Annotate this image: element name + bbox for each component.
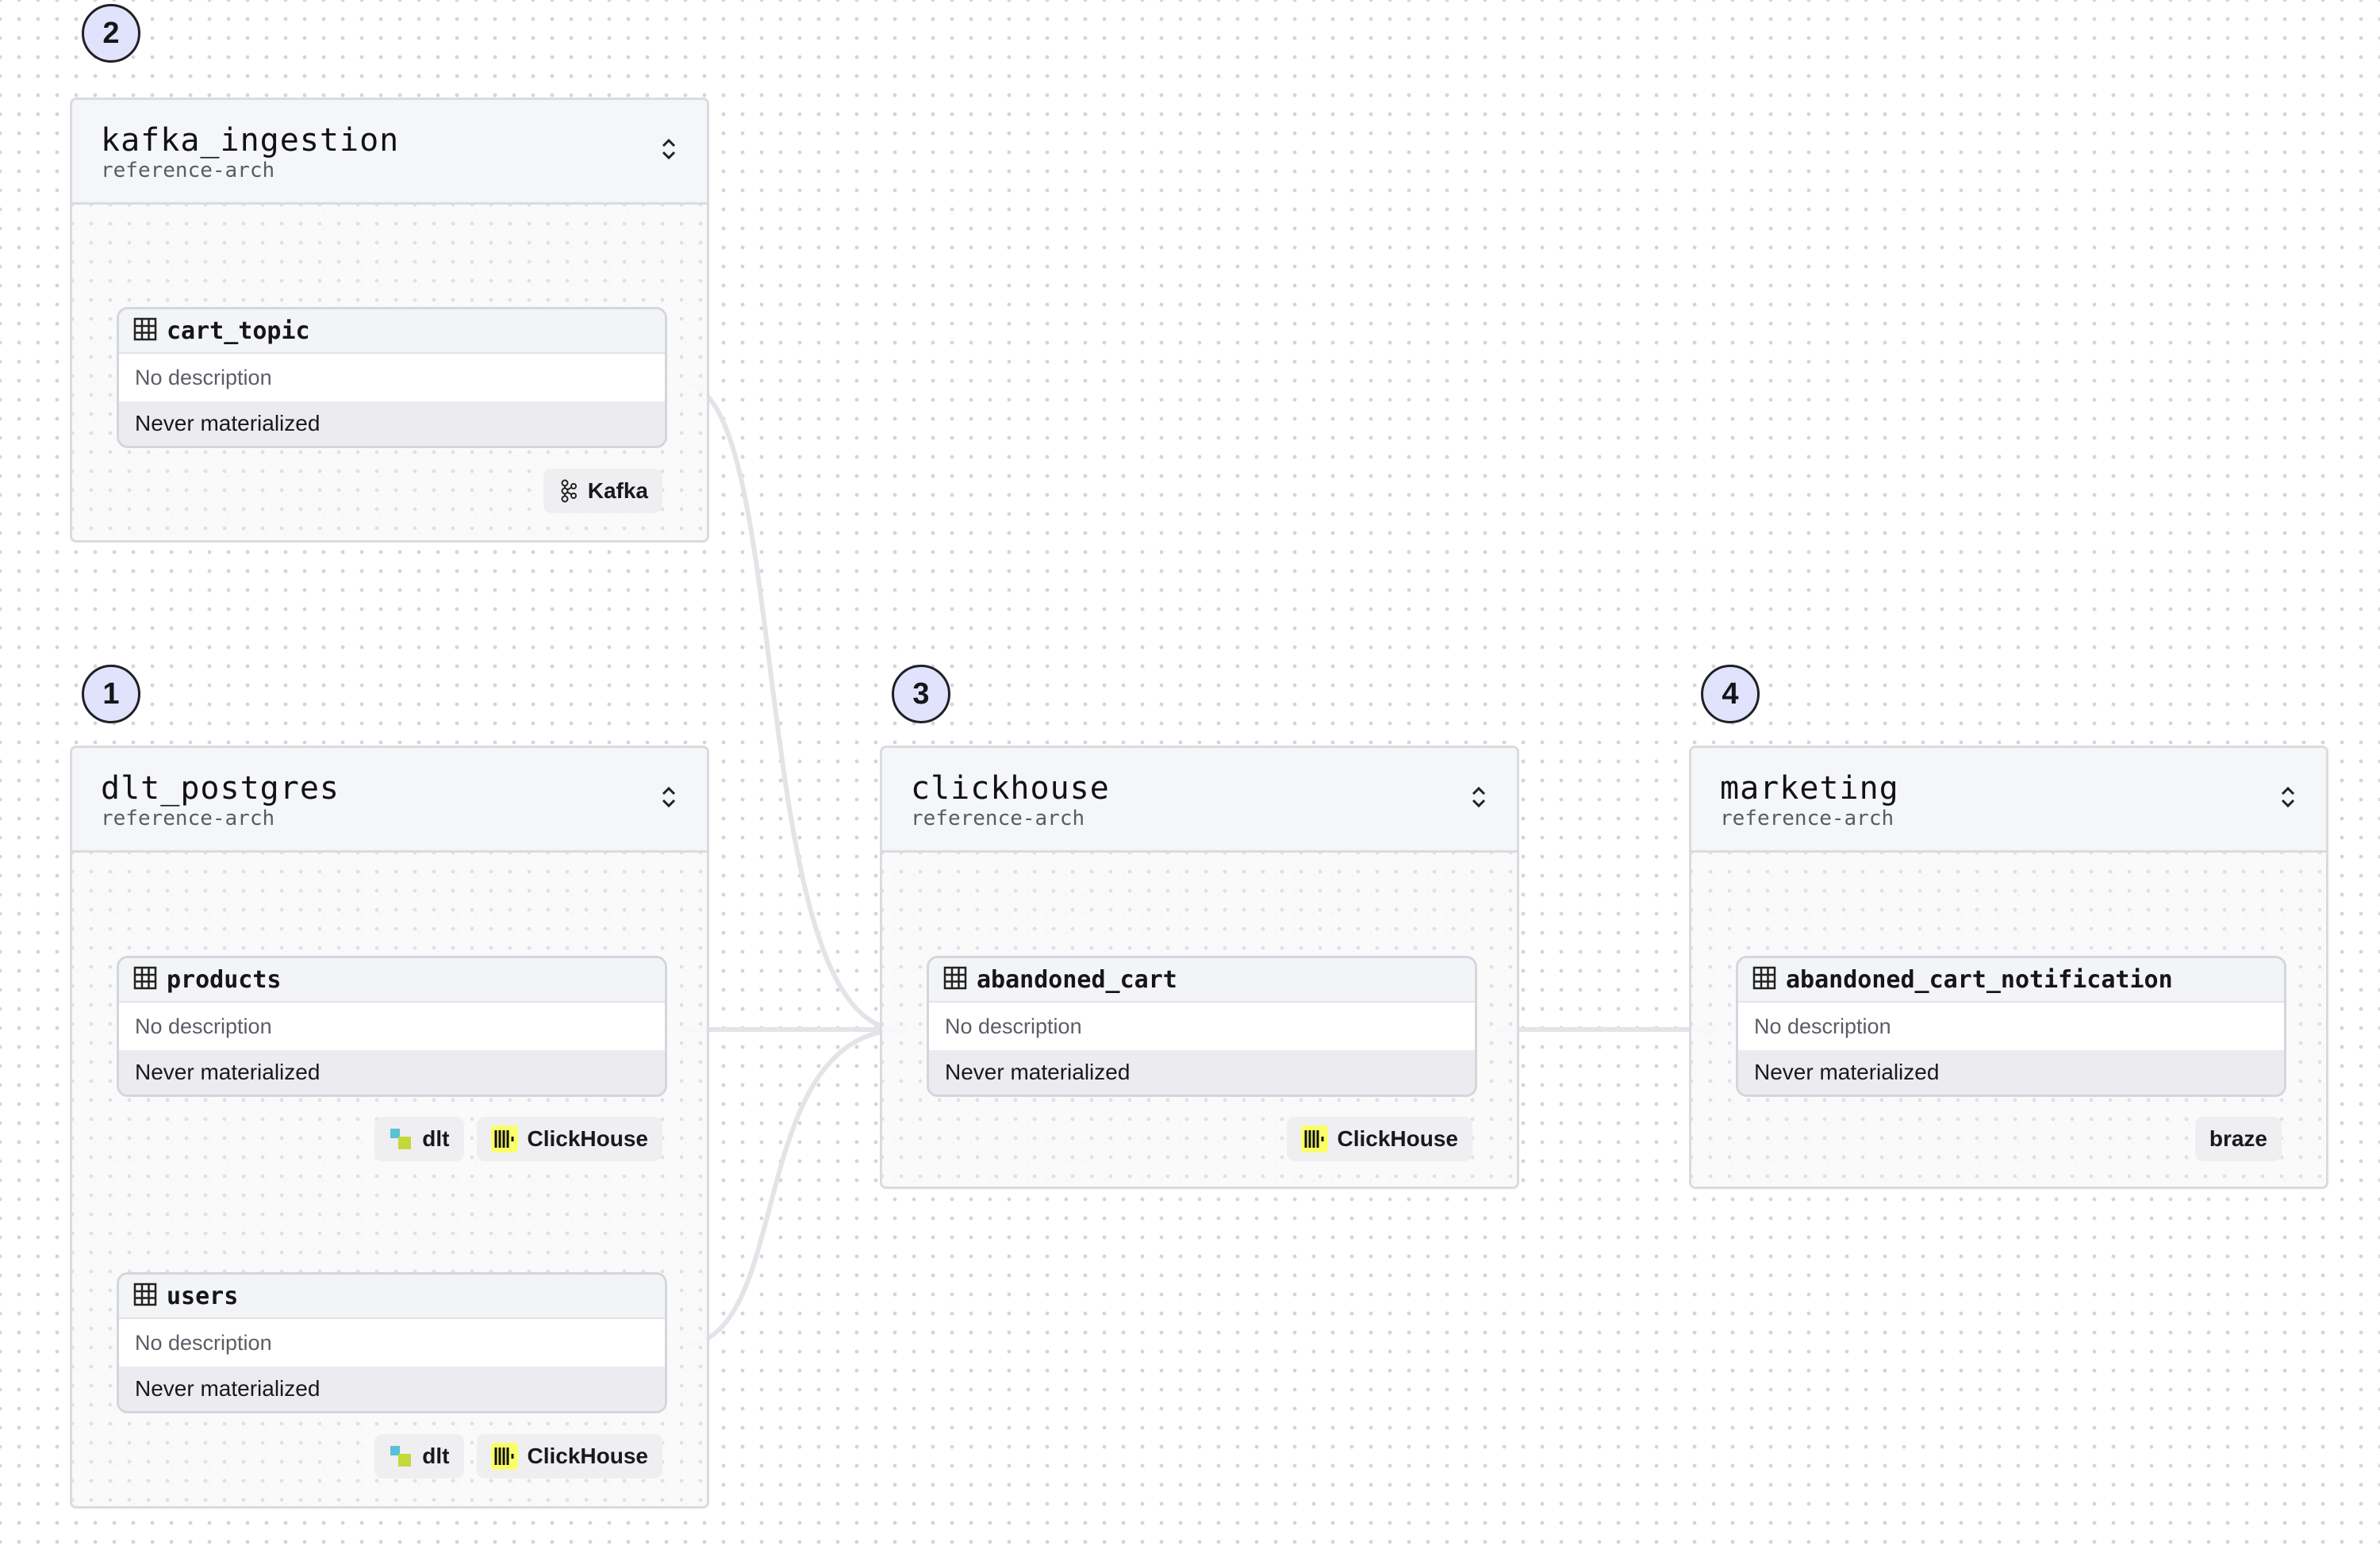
asset-tags: dlt ClickHouse	[374, 1117, 662, 1161]
clickhouse-icon	[490, 1125, 518, 1152]
asset-tags: braze	[2194, 1117, 2282, 1161]
step-badge: 2	[82, 4, 140, 63]
asset-name: abandoned_cart_notification	[1786, 965, 2173, 994]
group-header[interactable]: kafka_ingestion reference-arch	[72, 100, 707, 205]
clickhouse-tag: ClickHouse	[476, 1434, 662, 1478]
group-title: marketing	[1720, 770, 1899, 807]
collapse-icon[interactable]	[654, 135, 683, 163]
step-badge: 1	[82, 665, 140, 723]
asset-header: abandoned_cart	[929, 958, 1475, 1003]
asset-status: Never materialized	[119, 1367, 665, 1411]
asset-header: users	[119, 1275, 665, 1319]
tag-label: braze	[2209, 1126, 2267, 1151]
clickhouse-icon	[490, 1443, 518, 1470]
asset-node-products[interactable]: products No description Never materializ…	[117, 956, 667, 1097]
group-header[interactable]: clickhouse reference-arch	[882, 748, 1517, 853]
asset-tags: dlt ClickHouse	[374, 1434, 662, 1478]
group-header[interactable]: dlt_postgres reference-arch	[72, 748, 707, 853]
clickhouse-icon	[1300, 1125, 1328, 1152]
table-icon	[133, 317, 157, 345]
asset-status: Never materialized	[929, 1050, 1475, 1095]
table-icon	[133, 966, 157, 994]
asset-status: Never materialized	[1738, 1050, 2284, 1095]
dlt-tag: dlt	[374, 1434, 464, 1478]
group-title: clickhouse	[911, 770, 1110, 807]
collapse-icon[interactable]	[2274, 783, 2302, 811]
asset-tags: ClickHouse	[1286, 1117, 1472, 1161]
asset-description: No description	[929, 1003, 1475, 1050]
group-subtitle: reference-arch	[101, 807, 275, 830]
dlt-tag: dlt	[374, 1117, 464, 1161]
group-subtitle: reference-arch	[911, 807, 1085, 830]
group-kafka-ingestion: kafka_ingestion reference-arch cart_topi…	[70, 98, 709, 543]
asset-header: abandoned_cart_notification	[1738, 958, 2284, 1003]
tag-label: dlt	[422, 1126, 450, 1151]
asset-node-users[interactable]: users No description Never materialized	[117, 1272, 667, 1413]
table-icon	[133, 1283, 157, 1310]
table-icon	[943, 966, 967, 994]
asset-tags: Kafka	[543, 469, 662, 513]
asset-node-abandoned-cart[interactable]: abandoned_cart No description Never mate…	[927, 956, 1477, 1097]
asset-description: No description	[119, 1319, 665, 1367]
group-subtitle: reference-arch	[101, 159, 275, 182]
kafka-icon	[558, 479, 578, 503]
edge-users-to-abandoned-cart	[686, 1027, 899, 1348]
group-header[interactable]: marketing reference-arch	[1691, 748, 2326, 853]
tag-label: ClickHouse	[527, 1126, 649, 1151]
dlt-icon	[389, 1444, 413, 1468]
table-icon	[1752, 966, 1776, 994]
kafka-tag: Kafka	[543, 469, 662, 513]
group-title: kafka_ingestion	[101, 122, 400, 159]
collapse-icon[interactable]	[654, 783, 683, 811]
dlt-icon	[389, 1127, 413, 1151]
asset-description: No description	[119, 1003, 665, 1050]
asset-name: users	[167, 1282, 239, 1310]
clickhouse-tag: ClickHouse	[1286, 1117, 1472, 1161]
asset-node-cart-topic[interactable]: cart_topic No description Never material…	[117, 307, 667, 448]
group-title: dlt_postgres	[101, 770, 340, 807]
asset-description: No description	[119, 354, 665, 401]
group-dlt-postgres: dlt_postgres reference-arch products No …	[70, 746, 709, 1509]
tag-label: ClickHouse	[527, 1444, 649, 1468]
asset-status: Never materialized	[119, 401, 665, 446]
tag-label: Kafka	[587, 478, 648, 503]
tag-label: ClickHouse	[1337, 1126, 1459, 1151]
asset-name: products	[167, 965, 282, 994]
asset-node-abandoned-cart-notification[interactable]: abandoned_cart_notification No descripti…	[1736, 956, 2286, 1097]
tag-label: dlt	[422, 1444, 450, 1468]
braze-tag: braze	[2194, 1117, 2282, 1161]
asset-header: products	[119, 958, 665, 1003]
group-subtitle: reference-arch	[1720, 807, 1894, 830]
group-marketing: marketing reference-arch abandoned_cart_…	[1689, 746, 2328, 1189]
asset-name: abandoned_cart	[977, 965, 1177, 994]
step-badge: 3	[892, 665, 950, 723]
asset-header: cart_topic	[119, 309, 665, 354]
clickhouse-tag: ClickHouse	[476, 1117, 662, 1161]
edge-cart-topic-to-abandoned-cart	[686, 382, 899, 1032]
step-badge: 4	[1701, 665, 1760, 723]
asset-name: cart_topic	[167, 316, 310, 345]
group-clickhouse: clickhouse reference-arch abandoned_cart…	[880, 746, 1519, 1189]
collapse-icon[interactable]	[1464, 783, 1493, 811]
asset-status: Never materialized	[119, 1050, 665, 1095]
asset-description: No description	[1738, 1003, 2284, 1050]
